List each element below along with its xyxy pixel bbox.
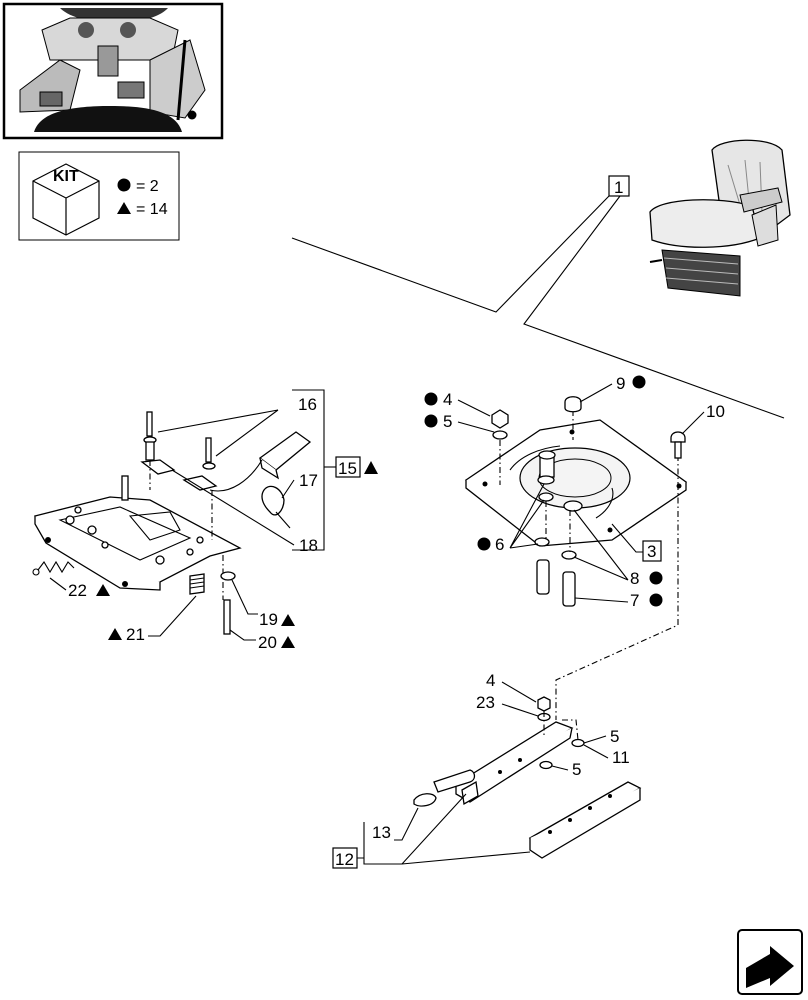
washer-5-c: [539, 760, 553, 770]
callout-20: 20: [258, 633, 277, 652]
filled-circle-icon: [424, 392, 438, 406]
leader-19: [231, 579, 258, 615]
filled-circle-icon: [632, 375, 646, 389]
grip-13: [413, 793, 437, 807]
filled-triangle-icon: [96, 584, 110, 596]
bolt-6: [536, 559, 550, 595]
callout-17: 17: [299, 471, 318, 490]
slide-rails: [413, 484, 679, 859]
grommet-19: [220, 571, 236, 581]
callout-15: 15: [338, 459, 357, 478]
callout-4-bottom: 4: [486, 671, 495, 690]
callout-23: 23: [476, 693, 495, 712]
filled-triangle-icon: [281, 636, 295, 648]
callout-4-top: 4: [443, 390, 452, 409]
callout-3: 3: [647, 542, 656, 561]
callout-10: 10: [706, 402, 725, 421]
callout-22: 22: [68, 581, 87, 600]
bracket-15: [292, 389, 325, 551]
callout-18: 18: [299, 536, 318, 555]
callout-16: 16: [298, 395, 317, 414]
pin-16b: [205, 437, 212, 463]
section-line-right: [523, 195, 785, 419]
switch-parts: [140, 411, 312, 600]
washer-8b: [561, 550, 577, 560]
bracket-right: [182, 475, 218, 491]
bolt-10-head: [670, 431, 686, 443]
handle-bar: [433, 769, 476, 793]
callout-7: 7: [630, 591, 639, 610]
callout-box-1: [608, 175, 630, 197]
kit-legend: KIT = 2 = 14: [18, 151, 180, 241]
spring-parts: [32, 560, 236, 635]
bolt-10-shank: [674, 441, 682, 459]
filled-triangle-icon: [364, 461, 378, 474]
kit-triangle-qty: = 14: [136, 201, 168, 218]
cab-thumbnail: [2, 2, 224, 140]
callout-21: 21: [126, 625, 145, 644]
cap-9: [564, 396, 582, 413]
callout-5-top: 5: [443, 412, 452, 431]
washer-6c: [534, 537, 550, 547]
seat-base-plate: [34, 475, 242, 591]
leader-12: [357, 793, 531, 865]
nut-4-bottom: [537, 696, 551, 712]
cable-tie-17: [261, 485, 285, 516]
leader-18: [171, 469, 295, 546]
leader-21: [148, 595, 197, 637]
callout-11: 11: [612, 748, 630, 767]
callout-8: 8: [630, 569, 639, 588]
leader-16: [157, 409, 279, 457]
callout-5-right: 5: [610, 727, 619, 746]
seat-illustration: [649, 139, 791, 297]
callout-12: 12: [335, 850, 354, 869]
kit-circle-qty: = 2: [136, 178, 159, 195]
filled-circle-icon: [649, 571, 663, 585]
callout-6: 6: [495, 535, 504, 554]
callout-5-lower: 5: [572, 760, 581, 779]
pin-upper: [121, 475, 129, 501]
filled-triangle-icon: [108, 628, 122, 640]
pin-16a: [146, 411, 153, 437]
pin-20: [223, 599, 231, 635]
next-page-arrow-icon[interactable]: [737, 929, 803, 995]
callout-13: 13: [372, 823, 391, 842]
spring-22: [37, 560, 75, 574]
bracket-left: [140, 459, 176, 475]
callout-1: 1: [614, 178, 623, 197]
callout-19: 19: [259, 610, 278, 629]
washer-5-top: [492, 430, 508, 440]
switch-wire: [209, 459, 263, 492]
washer-8a: [563, 500, 583, 512]
section-line-left: [291, 195, 610, 313]
leader-20: [229, 629, 256, 641]
leader-17: [281, 479, 295, 499]
bolt-7: [562, 571, 576, 607]
filled-circle-icon: [477, 537, 491, 551]
filled-triangle-icon: [117, 202, 131, 214]
washer-6b: [538, 492, 554, 502]
nut-4-top: [491, 409, 509, 429]
callout-box-3: [642, 540, 662, 562]
washer-6a: [537, 475, 555, 485]
filled-circle-icon: [117, 178, 131, 192]
filled-triangle-icon: [281, 614, 295, 626]
kit-label: KIT: [53, 168, 79, 185]
plate-hardware: [491, 396, 686, 607]
washer-5-b: [571, 738, 585, 748]
leader-22: [49, 577, 67, 591]
filled-circle-icon: [649, 593, 663, 607]
filled-circle-icon: [424, 414, 438, 428]
callout-9: 9: [616, 374, 625, 393]
